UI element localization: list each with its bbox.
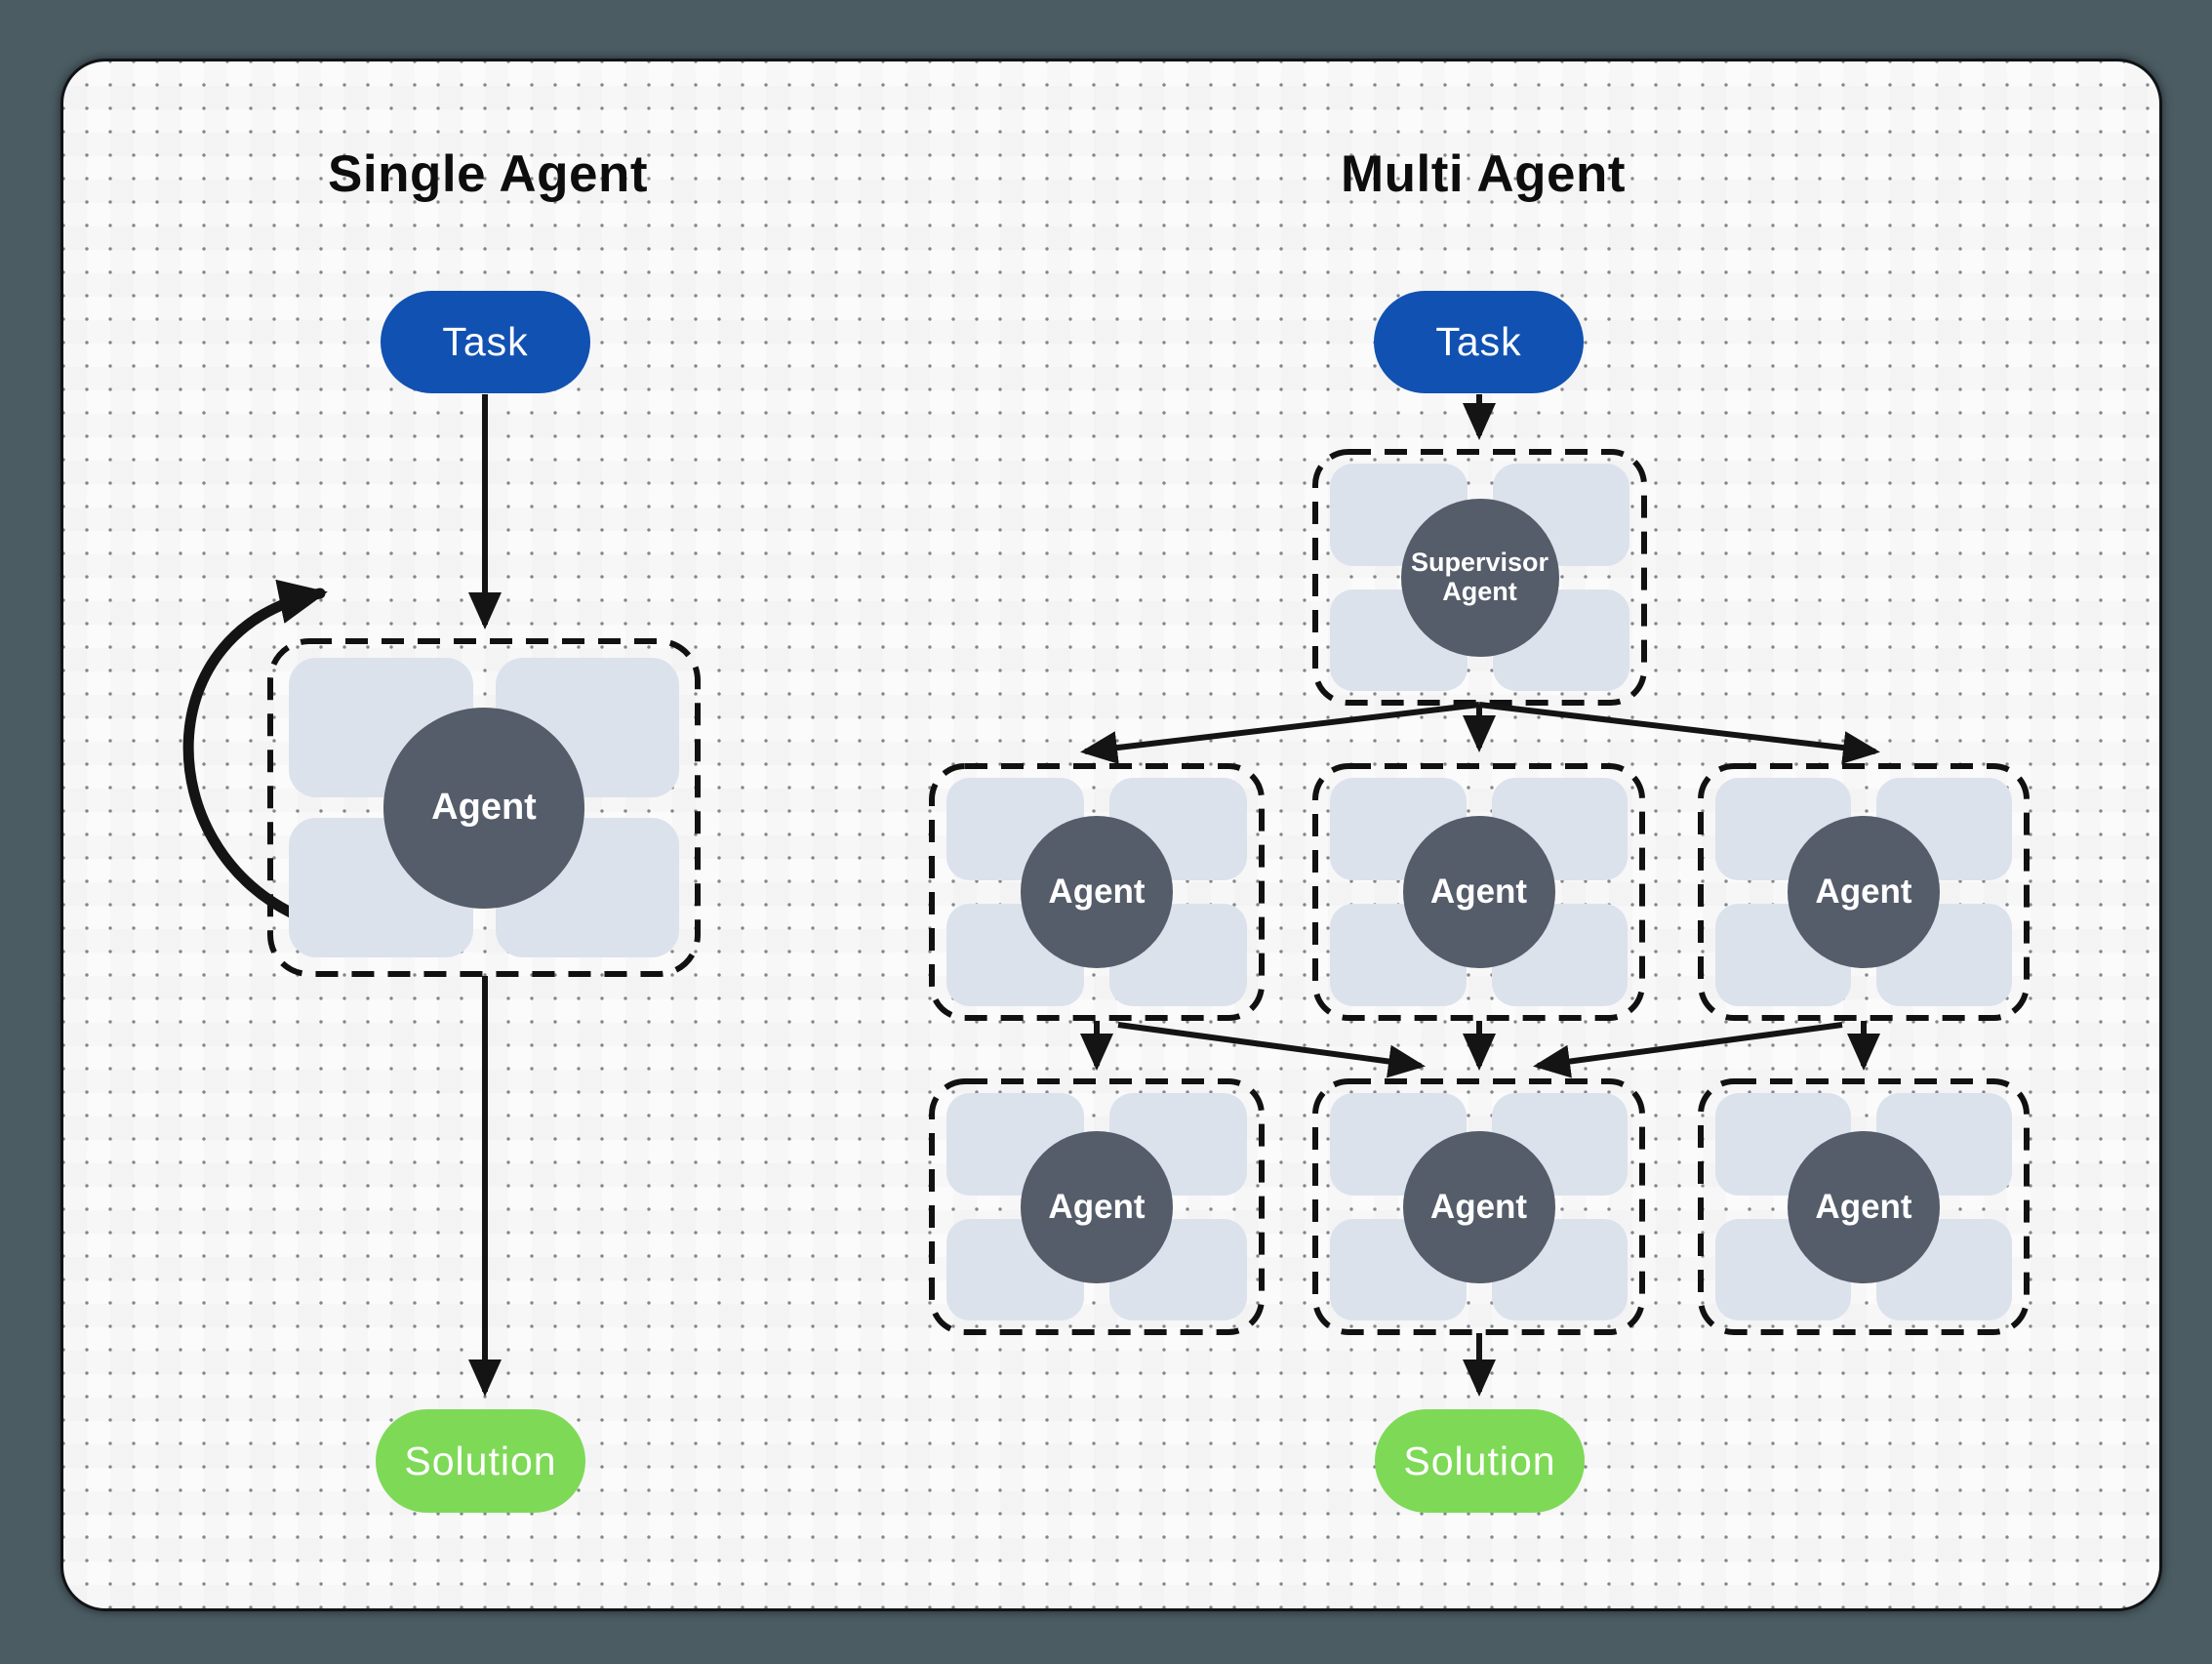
agent-circle-label: Agent: [1048, 873, 1146, 911]
agent-circle-label: Agent: [1429, 873, 1528, 911]
solution-node-left: Solution: [376, 1409, 585, 1513]
agent-circle: Agent: [1021, 1130, 1173, 1283]
agent-circle: Agent: [1788, 1130, 1940, 1283]
single-agent-title: Single Agent: [328, 145, 648, 203]
task-node-left: Task: [381, 291, 590, 393]
agent-circle: Agent: [1402, 1130, 1555, 1283]
task-node-left-label: Task: [442, 319, 529, 364]
solution-node-left-label: Solution: [404, 1438, 557, 1483]
bottom-right-agent-box: Agent: [1701, 1081, 2027, 1332]
task-node-right: Task: [1374, 291, 1584, 393]
agent-circle-label: Agent: [1429, 1187, 1528, 1226]
agent-circle-label: Agent: [431, 787, 537, 828]
supervisor-label-line2: Agent: [1442, 576, 1517, 606]
agent-circle: Agent: [1402, 816, 1555, 968]
solution-node-right: Solution: [1375, 1409, 1585, 1513]
supervisor-agent-box: Supervisor Agent: [1315, 452, 1644, 703]
bottom-left-agent-box: Agent: [932, 1081, 1262, 1332]
agent-circle-label: Agent: [1048, 1187, 1146, 1226]
agent-circle: Agent: [1788, 816, 1940, 968]
bottom-center-agent-box: Agent: [1315, 1081, 1642, 1332]
agent-circle: Agent: [1021, 816, 1173, 968]
mid-center-agent-box: Agent: [1315, 766, 1642, 1018]
supervisor-label-line1: Supervisor: [1410, 547, 1549, 577]
agent-circle-label: Agent: [1815, 873, 1912, 911]
task-node-right-label: Task: [1435, 319, 1522, 364]
agent-circle: Agent: [383, 707, 584, 909]
solution-node-right-label: Solution: [1403, 1438, 1556, 1483]
supervisor-agent-circle: Supervisor Agent: [1400, 498, 1559, 657]
single-agent-box: Agent: [270, 641, 698, 974]
agent-circle-label: Agent: [1815, 1187, 1912, 1226]
mid-left-agent-box: Agent: [932, 766, 1262, 1018]
multi-agent-title: Multi Agent: [1340, 145, 1627, 203]
mid-right-agent-box: Agent: [1701, 766, 2027, 1018]
